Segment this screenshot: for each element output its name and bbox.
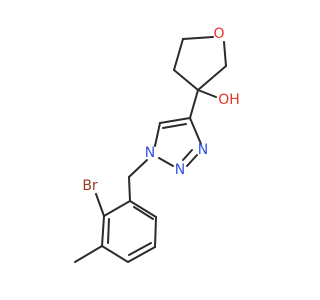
hydroxyl-label: OH [218, 92, 240, 108]
bond-o-c2 [223, 41, 227, 67]
bond-ar6-br [95, 193, 105, 217]
bond-c4-c5 [173, 38, 184, 71]
bond-ar5-ar6-inner [107, 218, 110, 244]
bond-ar3-ar4 [127, 246, 156, 263]
bond-n1-n2 [158, 157, 174, 167]
bond-ar6-ar1 [103, 200, 131, 217]
bond-c3-triazole [189, 89, 199, 119]
bond-n2-n3 [186, 154, 198, 167]
bond-ar5-methyl [74, 245, 103, 263]
bond-ar2-ar3 [154, 216, 157, 248]
bond-ch2-ar1 [128, 176, 131, 202]
bond-ar4-ar5 [101, 245, 129, 263]
bond-ar3-ar4-inner [128, 242, 152, 256]
bond-c2-c3 [197, 65, 227, 91]
triazole-n2-label: N [175, 162, 185, 178]
atom-labels: O OH N N N Br [82, 26, 239, 194]
molecule-structure: O OH N N N Br [74, 26, 240, 263]
triazole-n1-label: N [145, 145, 155, 161]
bond-n1-ch2 [128, 159, 148, 178]
triazole-n3-label: N [198, 142, 208, 158]
bond-n2-n3-double [182, 149, 193, 161]
bond-ar1-ar2 [129, 200, 157, 218]
bond-c5-o [182, 36, 214, 40]
bromine-label: Br [82, 178, 98, 194]
bond-c5t-n1 [154, 122, 161, 147]
bond-c4t-c5t-double [162, 123, 187, 129]
bond-c3-c4 [173, 69, 199, 91]
bond-ar1-ar2-inner [133, 206, 154, 220]
bond-lines [74, 36, 227, 263]
bond-n3-c4t [189, 117, 202, 145]
ring-oxygen-label: O [213, 26, 224, 42]
bond-c4t-c5t [159, 117, 191, 124]
bond-c3-oh [197, 89, 217, 98]
bond-ar5-ar6 [101, 215, 105, 247]
